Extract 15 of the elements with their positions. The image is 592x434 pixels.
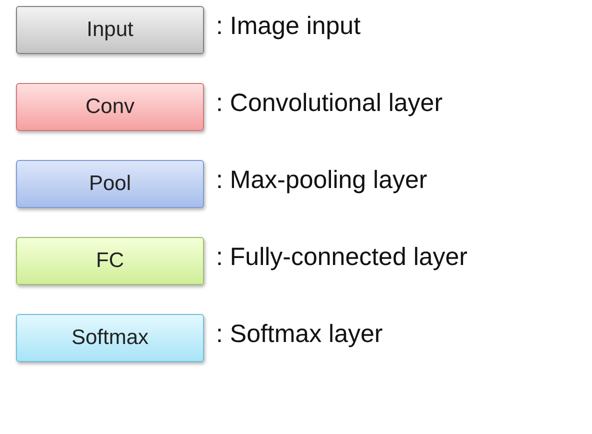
layer-box <box>16 160 204 208</box>
layer-box <box>16 83 204 131</box>
layer-description: : Softmax layer <box>216 320 383 349</box>
layer-name: Pool <box>88 172 132 196</box>
layer-description: : Convolutional layer <box>216 89 443 118</box>
layer-name: Input <box>86 18 134 42</box>
layer-box <box>16 6 204 54</box>
layer-description: : Image input <box>216 12 361 41</box>
layer-name: Softmax <box>71 326 149 350</box>
layer-box <box>16 237 204 285</box>
layer-description: : Fully-connected layer <box>216 243 468 272</box>
layer-box <box>16 314 204 362</box>
layer-description: : Max-pooling layer <box>216 166 428 195</box>
layer-name: Conv <box>85 95 135 119</box>
layer-name: FC <box>96 249 124 273</box>
